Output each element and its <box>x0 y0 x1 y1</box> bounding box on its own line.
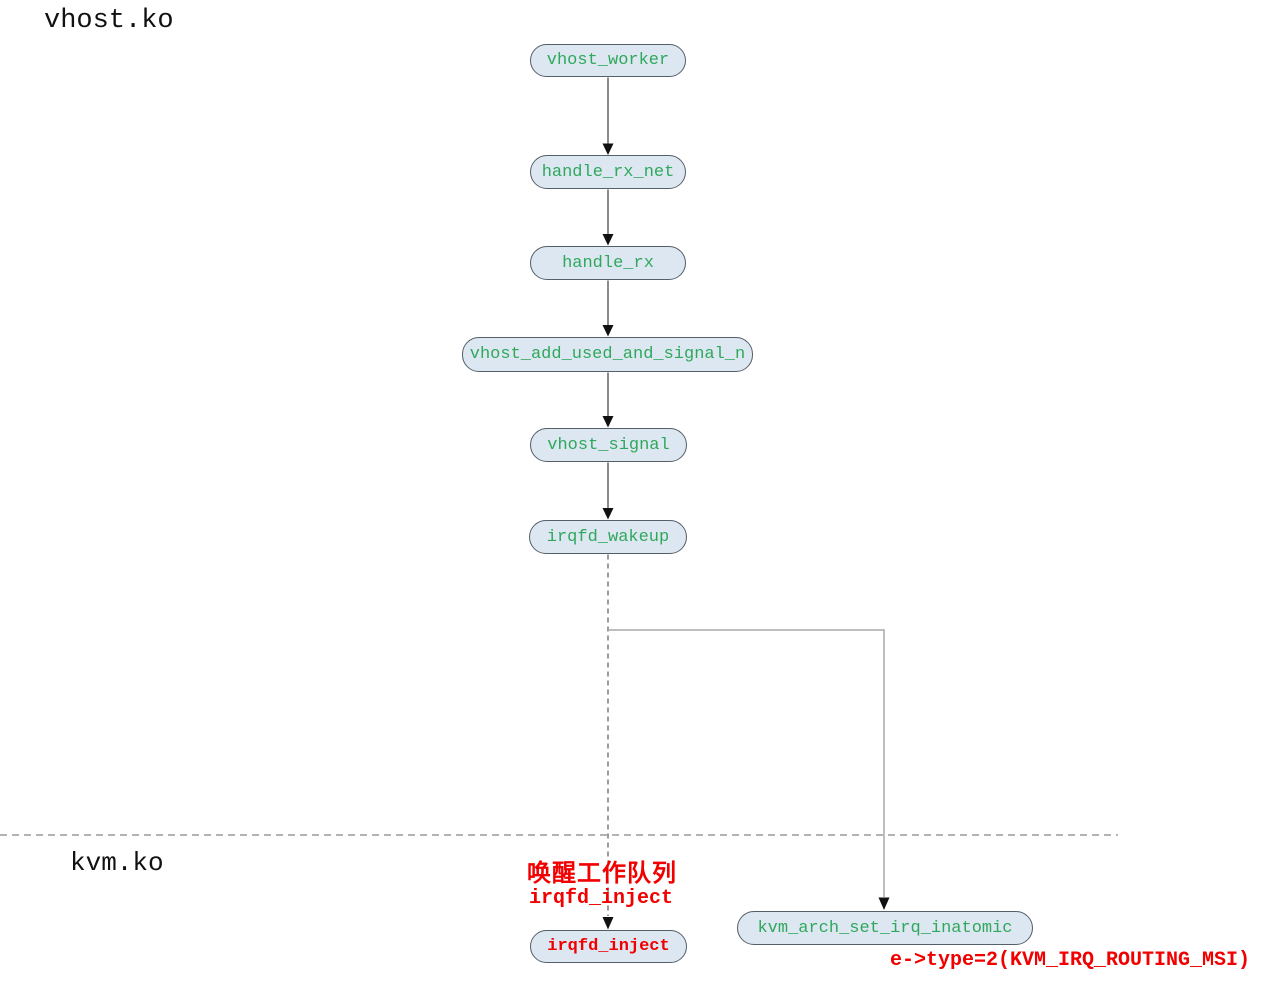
annotation-irq-routing-type: e->type=2(KVM_IRQ_ROUTING_MSI) <box>890 949 1251 972</box>
module-label-vhost: vhost.ko <box>44 6 174 36</box>
arrowhead-icon <box>602 917 614 930</box>
node-label: handle_rx <box>562 253 654 273</box>
node-handle-rx-net: handle_rx_net <box>530 155 686 189</box>
node-label: irqfd_inject <box>547 937 670 956</box>
annotation-wake-work-queue: 唤醒工作队列 <box>527 859 677 887</box>
module-label-kvm: kvm.ko <box>70 848 164 878</box>
arrowhead-icon <box>602 143 614 155</box>
node-label: vhost_signal <box>547 435 670 455</box>
node-vhost-signal: vhost_signal <box>530 428 687 462</box>
node-label: vhost_worker <box>546 51 670 70</box>
node-handle-rx: handle_rx <box>530 246 686 280</box>
node-label: handle_rx_net <box>541 162 675 182</box>
arrowhead-icon <box>602 508 614 520</box>
node-label: vhost_add_used_and_signal_n <box>469 345 746 364</box>
node-vhost-add-used-and-signal-n: vhost_add_used_and_signal_n <box>462 337 753 372</box>
edge-irqfd-wakeup-to-kvm-arch-set-irq-inatomic <box>608 629 885 897</box>
node-label: irqfd_wakeup <box>546 527 670 547</box>
node-irqfd-wakeup: irqfd_wakeup <box>529 520 687 554</box>
arrowhead-icon <box>602 234 614 246</box>
annotation-irqfd-inject-caption: irqfd_inject <box>529 887 674 910</box>
node-label: kvm_arch_set_irq_inatomic <box>757 918 1013 938</box>
arrowhead-icon <box>602 325 614 337</box>
node-irqfd-inject: irqfd_inject <box>530 930 687 963</box>
node-kvm-arch-set-irq-inatomic: kvm_arch_set_irq_inatomic <box>737 911 1033 945</box>
node-vhost-worker: vhost_worker <box>530 44 686 77</box>
arrowhead-icon <box>878 897 890 910</box>
arrowhead-icon <box>602 416 614 428</box>
